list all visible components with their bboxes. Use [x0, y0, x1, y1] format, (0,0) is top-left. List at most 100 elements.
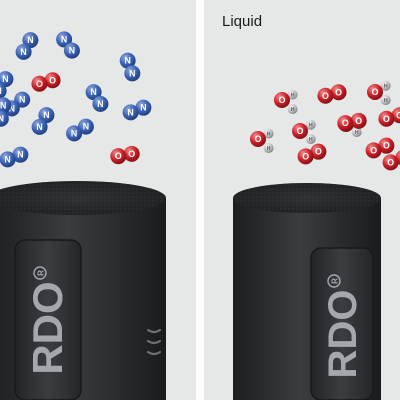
gas-sensor: RDO R [0, 181, 166, 400]
nitrogen-molecule: NN [85, 84, 109, 112]
nitrogen-atom: N [119, 52, 136, 69]
oxygen-molecule: OO [31, 72, 61, 92]
nitrogen-molecule: NN [31, 107, 55, 135]
oxygen-atom: O [367, 84, 383, 100]
svg-text:N: N [140, 103, 146, 113]
sensor-window [310, 247, 374, 400]
svg-text:H: H [355, 130, 359, 136]
svg-text:N: N [0, 114, 4, 124]
svg-text:O: O [372, 87, 379, 97]
nitrogen-atom: N [31, 118, 48, 135]
svg-text:H: H [291, 93, 295, 99]
hydrogen-atom: H [263, 128, 274, 139]
svg-text:N: N [83, 122, 89, 132]
nitrogen-atom: N [135, 99, 152, 116]
liquid-molecules: HHOHHOHHOHHOHHOOOOOOOOOOOOO [250, 80, 400, 171]
registered-mark-icon [327, 274, 341, 288]
svg-text:N: N [71, 128, 77, 138]
nitrogen-molecule: NN [56, 31, 80, 59]
oxygen-atom: O [337, 115, 354, 132]
oxygen-atom: O [110, 148, 127, 165]
svg-text:N: N [4, 154, 10, 164]
svg-text:O: O [49, 75, 56, 85]
water-molecule: H HO [250, 128, 274, 154]
oxygen-atom: O [317, 87, 334, 104]
oxygen-atom: O [292, 123, 308, 139]
svg-text:N: N [9, 103, 15, 113]
nitrogen-atom: N [124, 65, 141, 82]
oxygen-atom: O [365, 142, 382, 159]
svg-text:O: O [279, 95, 286, 105]
svg-text:H: H [309, 123, 313, 129]
nitrogen-atom: N [22, 32, 39, 49]
hydrogen-atom: H [380, 95, 391, 106]
svg-text:N: N [19, 95, 25, 105]
nitrogen-atom: N [85, 84, 102, 101]
hydrogen-atom: H [380, 80, 391, 91]
nitrogen-atom: N [38, 107, 55, 124]
oxygen-molecule: OO [110, 145, 140, 165]
water-molecule: H HO [274, 89, 298, 115]
svg-text:N: N [69, 46, 75, 56]
svg-text:O: O [355, 116, 362, 126]
nitrogen-molecule: NN [15, 32, 39, 60]
water-molecule: H HO [292, 119, 316, 145]
svg-text:H: H [384, 84, 388, 90]
hydrogen-atom: H [351, 127, 362, 138]
svg-text:N: N [127, 107, 133, 117]
svg-text:N: N [90, 87, 96, 97]
svg-text:O: O [115, 151, 122, 161]
hydrogen-atom: H [287, 89, 298, 100]
nitrogen-atom: N [66, 125, 83, 142]
svg-text:N: N [27, 35, 33, 45]
svg-text:N: N [36, 122, 42, 132]
oxygen-molecule: OO [337, 112, 367, 132]
svg-text:N: N [43, 110, 49, 120]
svg-text:N: N [20, 47, 26, 57]
nitrogen-atom: N [0, 110, 9, 127]
svg-text:O: O [396, 110, 400, 120]
svg-text:H: H [291, 107, 295, 113]
svg-text:H: H [267, 146, 271, 152]
nitrogen-molecule: NN [0, 71, 14, 99]
oxygen-molecule: OO [378, 107, 400, 127]
oxygen-atom: O [44, 72, 61, 89]
nitrogen-atom: N [56, 31, 73, 48]
registered-mark-icon [33, 266, 47, 280]
nitrogen-molecule: NN [119, 52, 141, 82]
svg-text:O: O [335, 87, 342, 97]
registered-mark-letter: R [331, 278, 340, 284]
oxygen-atom: O [123, 145, 140, 162]
nitrogen-atom: N [0, 83, 7, 99]
nitrogen-molecule: NN [122, 99, 152, 121]
svg-text:N: N [129, 68, 135, 78]
water-molecule: H HO [367, 80, 391, 106]
nitrogen-atom: N [122, 104, 139, 121]
svg-text:O: O [383, 114, 390, 124]
hydrogen-atom: H [305, 134, 316, 145]
svg-text:H: H [384, 98, 388, 104]
hydrogen-atom: H [305, 119, 316, 130]
svg-text:O: O [36, 79, 43, 89]
nitrogen-molecule: NN [66, 118, 94, 142]
nitrogen-atom: N [12, 146, 29, 163]
oxygen-atom: O [330, 84, 347, 101]
wave-lines-icon [146, 328, 162, 356]
svg-text:O: O [383, 141, 390, 151]
svg-text:O: O [315, 147, 322, 157]
oxygen-atom: O [310, 143, 327, 160]
nitrogen-atom: N [92, 95, 109, 112]
nitrogen-atom: N [0, 97, 12, 114]
svg-text:N: N [17, 150, 23, 160]
svg-text:H: H [309, 137, 313, 143]
svg-text:O: O [370, 145, 377, 155]
liquid-panel-label: Liquid [222, 13, 263, 30]
panel-divider [196, 0, 204, 400]
svg-text:H: H [267, 132, 271, 138]
svg-text:O: O [342, 118, 349, 128]
oxygen-atom: O [378, 137, 395, 154]
svg-text:O: O [255, 134, 262, 144]
svg-text:N: N [0, 86, 2, 96]
nitrogen-atom: N [63, 42, 80, 59]
